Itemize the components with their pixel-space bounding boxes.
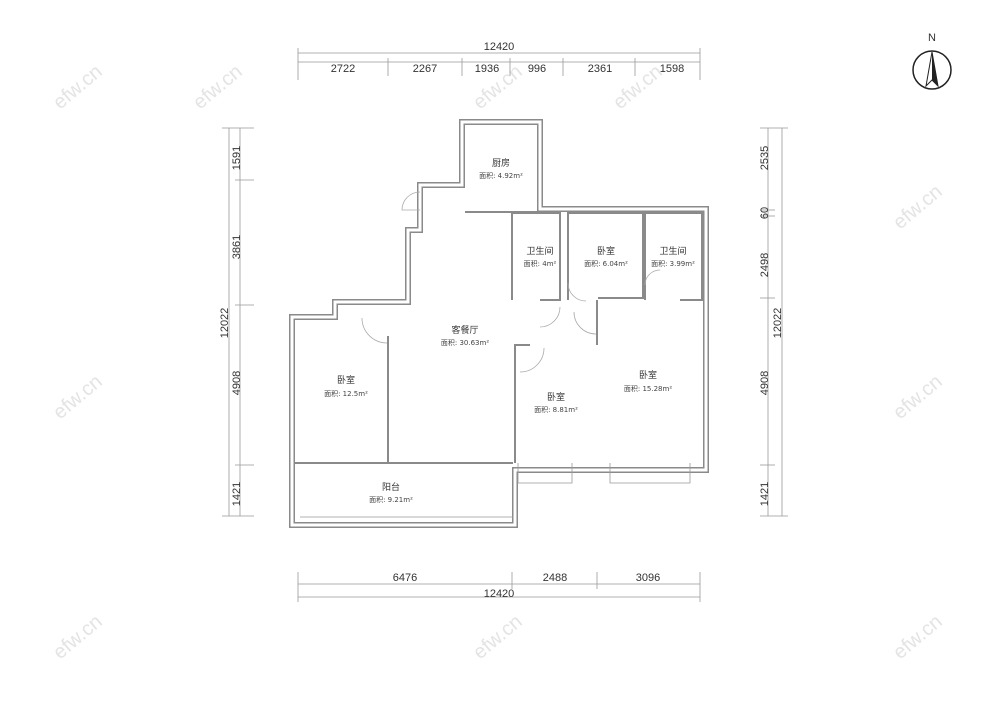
compass-label: N [928, 32, 936, 44]
dim-left-total: 12022 [219, 308, 231, 339]
dimensions-bottom: 6476 2488 3096 12420 [297, 572, 701, 602]
dim-right: 2498 [759, 253, 771, 277]
room-name-living-dining: 客餐厅 [451, 324, 478, 336]
watermark: efw.cn [49, 371, 107, 424]
dim-top: 2361 [588, 63, 612, 75]
dim-top: 996 [528, 63, 546, 75]
room-area-bedroom-small: 面积: 6.04m² [584, 259, 628, 268]
watermark: efw.cn [49, 61, 107, 114]
dimensions-left: 1591 3861 4908 1421 12022 [219, 127, 254, 517]
room-area-bedroom-left: 面积: 12.5m² [324, 389, 368, 398]
dim-top-total: 12420 [484, 41, 515, 53]
dim-bottom: 3096 [636, 572, 660, 584]
dim-bottom: 6476 [393, 572, 417, 584]
dimensions-right: 2535 60 2498 4908 1421 12022 [759, 127, 788, 517]
watermark: efw.cn [609, 61, 667, 114]
watermark: efw.cn [49, 611, 107, 664]
watermark: efw.cn [189, 61, 247, 114]
room-labels: 厨房 面积: 4.92m² 卫生间 面积: 4m² 卧室 面积: 6.04m² … [324, 157, 695, 504]
dim-right: 2535 [759, 146, 771, 170]
dim-left: 1591 [231, 146, 243, 170]
room-area-bedroom-middle: 面积: 8.81m² [534, 405, 578, 414]
walls [289, 119, 709, 528]
dim-right-total: 12022 [772, 308, 784, 339]
dim-right: 60 [759, 207, 771, 219]
room-name-bedroom-small: 卧室 [597, 245, 615, 257]
dim-bottom-total: 12420 [484, 588, 515, 600]
room-area-bedroom-master: 面积: 15.28m² [624, 384, 672, 393]
dim-left: 1421 [231, 482, 243, 506]
watermark: efw.cn [889, 181, 947, 234]
room-name-bedroom-master: 卧室 [639, 369, 657, 381]
dim-right: 4908 [759, 371, 771, 395]
room-area-bathroom-1: 面积: 4m² [524, 259, 557, 268]
watermark: efw.cn [889, 371, 947, 424]
dim-left: 3861 [231, 235, 243, 259]
room-area-bathroom-2: 面积: 3.99m² [651, 259, 695, 268]
dim-top: 1598 [660, 63, 684, 75]
room-name-kitchen: 厨房 [492, 157, 510, 169]
dim-bottom: 2488 [543, 572, 567, 584]
room-area-kitchen: 面积: 4.92m² [479, 171, 523, 180]
watermark: efw.cn [469, 611, 527, 664]
room-name-bathroom-2: 卫生间 [659, 245, 686, 257]
room-name-bathroom-1: 卫生间 [526, 245, 553, 257]
room-name-balcony: 阳台 [382, 481, 400, 493]
dim-top: 2722 [331, 63, 355, 75]
dim-left: 4908 [231, 371, 243, 395]
dim-top: 1936 [475, 63, 499, 75]
north-arrow-icon: N [912, 32, 952, 90]
dim-right: 1421 [759, 482, 771, 506]
room-name-bedroom-left: 卧室 [337, 374, 355, 386]
dimensions-top: 12420 2722 2267 1936 996 2361 1598 [297, 41, 701, 80]
watermark: efw.cn [889, 611, 947, 664]
room-name-bedroom-middle: 卧室 [547, 391, 565, 403]
dim-top: 2267 [413, 63, 437, 75]
room-area-balcony: 面积: 9.21m² [369, 495, 413, 504]
watermarks: efw.cn efw.cn efw.cn efw.cn efw.cn efw.c… [49, 61, 947, 664]
room-area-living-dining: 面积: 30.63m² [441, 338, 489, 347]
